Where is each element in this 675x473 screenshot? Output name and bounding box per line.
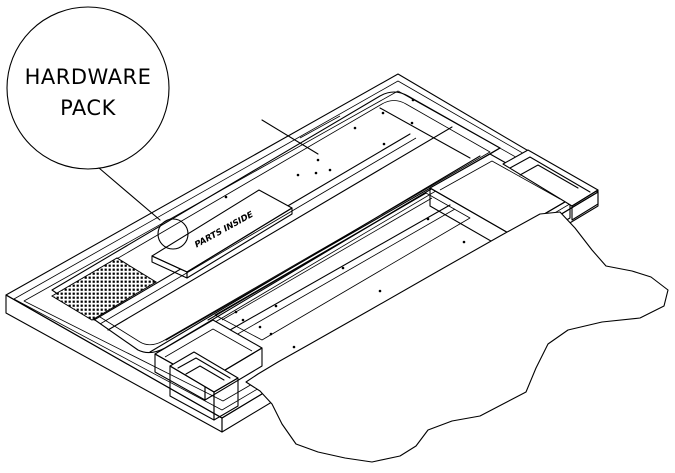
callout-line-2: PACK: [60, 96, 116, 120]
left-channel: [169, 351, 239, 421]
right-channel: [502, 149, 599, 221]
tray-frame: [5, 73, 599, 433]
callout-circle: [6, 6, 170, 170]
leader-line: [98, 167, 161, 221]
foam-insert: [51, 257, 157, 321]
screw-holes: [224, 98, 466, 349]
callout-line-1: HARDWARE: [25, 65, 152, 89]
target-circle: [157, 218, 189, 250]
center-board: [214, 192, 471, 341]
cutaway-break: [245, 211, 669, 463]
rails: [93, 107, 501, 357]
callout: HARDWARE PACK: [6, 6, 189, 250]
